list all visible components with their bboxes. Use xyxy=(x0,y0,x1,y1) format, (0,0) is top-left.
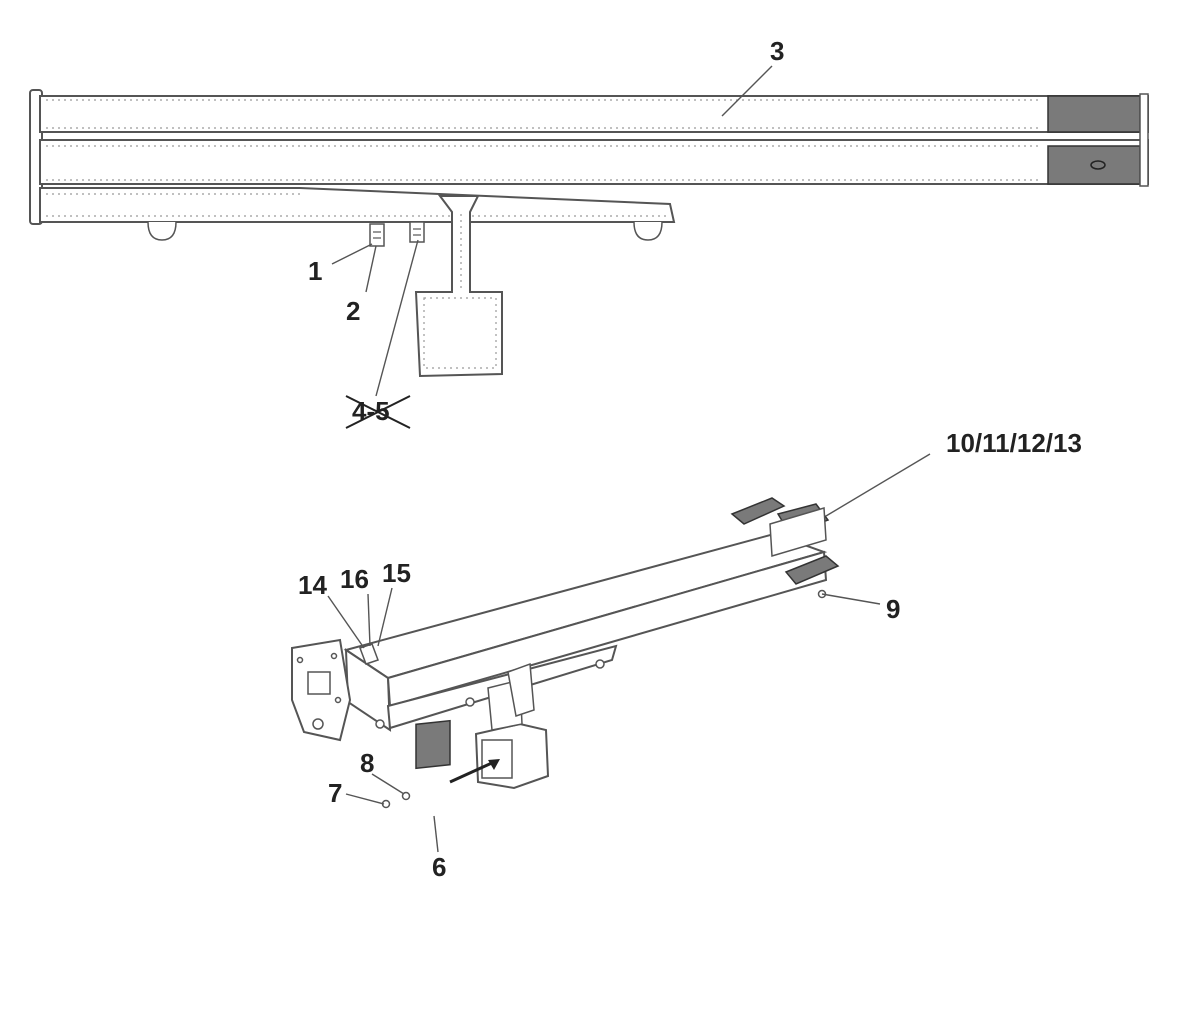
strike-4-5-b xyxy=(345,395,411,429)
end-cap-upper xyxy=(1047,95,1141,133)
callout-7: 7 xyxy=(328,778,342,808)
callout-10-13: 10/11/12/13 xyxy=(946,428,1082,458)
assembly-arrow xyxy=(449,760,495,784)
clip-part-4-5 xyxy=(409,221,425,243)
cover-plate-part-6 xyxy=(415,719,451,770)
callout-16: 16 xyxy=(340,564,369,594)
callout-3: 3 xyxy=(770,36,784,66)
callout-labels: 3 1 2 4-5 10/11/12/13 9 14 16 15 8 7 6 xyxy=(298,36,1082,882)
callout-14: 14 xyxy=(298,570,327,600)
perspective-view-assembly xyxy=(291,497,840,809)
crossbar-lower-tube xyxy=(39,139,1149,185)
hitch-mount-bracket xyxy=(414,195,503,378)
mounting-hook-left xyxy=(147,221,177,241)
callout-6: 6 xyxy=(432,852,446,882)
end-cap-plate-top-left xyxy=(730,497,786,525)
callout-8: 8 xyxy=(360,748,374,778)
callout-15: 15 xyxy=(382,558,411,588)
mounting-hook-right xyxy=(633,221,663,241)
end-cap-hole xyxy=(1090,160,1106,170)
leader-lines xyxy=(327,65,931,853)
lower-mounting-rail xyxy=(39,187,676,223)
callout-2: 2 xyxy=(346,296,360,326)
clip-part-1-2 xyxy=(369,223,385,247)
crossbar-upper-tube xyxy=(39,95,1149,133)
washer-part-8 xyxy=(401,791,411,801)
callout-1: 1 xyxy=(308,256,322,286)
end-cap-lower xyxy=(1047,145,1141,185)
top-view-assembly xyxy=(29,89,1149,378)
end-cap-plate-bottom xyxy=(784,555,840,585)
callout-9: 9 xyxy=(886,594,900,624)
